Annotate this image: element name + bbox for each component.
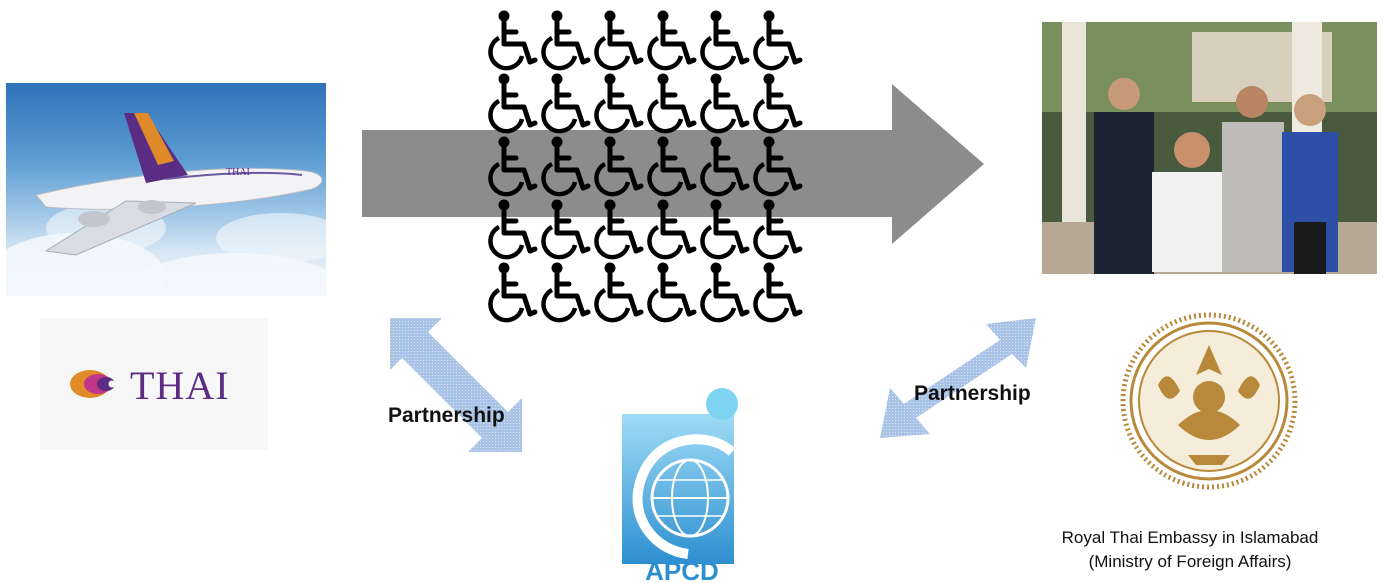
wheelchair-icon [488, 199, 538, 260]
wheelchair-icon [753, 199, 803, 260]
wheelchair-icon [700, 10, 750, 71]
embassy-visit-photo [1042, 22, 1377, 274]
caption-line-1: Royal Thai Embassy in Islamabad [1061, 528, 1319, 547]
partnership-label-right: Partnership [914, 382, 1031, 405]
wheelchair-icon [700, 199, 750, 260]
wheelchair-grid [486, 8, 826, 330]
wheelchair-icon [541, 73, 591, 134]
airplane-icon: THAI [35, 113, 323, 256]
wheelchair-icon [594, 199, 644, 260]
wheelchair-icon [541, 199, 591, 260]
thai-airways-logo: THAI [40, 318, 268, 450]
wheelchair-icon [594, 10, 644, 71]
wheelchair-icon [753, 262, 803, 323]
wheelchair-icon [647, 73, 697, 134]
wheelchair-icon [753, 136, 803, 197]
wheelchair-icon [700, 73, 750, 134]
partnership-arrow-left [390, 318, 522, 452]
wheelchair-icon [647, 136, 697, 197]
partnership-label-left: Partnership [388, 404, 505, 427]
wheelchair-icon [488, 73, 538, 134]
embassy-caption: Royal Thai Embassy in Islamabad (Ministr… [1000, 526, 1380, 574]
wheelchair-icon [488, 262, 538, 323]
partnership-arrow-right [880, 318, 1036, 438]
apcd-wordmark: APCD [645, 556, 719, 583]
wheelchair-icon [700, 136, 750, 197]
wheelchair-icon [647, 262, 697, 323]
royal-thai-seal [1120, 312, 1298, 490]
thai-wordmark: THAI [130, 363, 230, 408]
wheelchair-icon [541, 10, 591, 71]
wheelchair-icon [541, 136, 591, 197]
wheelchair-icon [594, 136, 644, 197]
airplane-photo: THAI [6, 83, 326, 296]
wheelchair-icon [594, 73, 644, 134]
wheelchair-icon [700, 262, 750, 323]
caption-line-2: (Ministry of Foreign Affairs) [1088, 552, 1292, 571]
thai-orchid-icon [70, 370, 116, 398]
apcd-logo: APCD [622, 388, 738, 583]
group-photo [1042, 22, 1377, 274]
wheelchair-icon [753, 10, 803, 71]
wheelchair-icon [647, 199, 697, 260]
wheelchair-icon [594, 262, 644, 323]
wheelchair-icon [753, 73, 803, 134]
wheelchair-icon [647, 10, 697, 71]
flow-arrow [362, 84, 984, 244]
wheelchair-icon [488, 10, 538, 71]
svg-text:THAI: THAI [226, 167, 250, 178]
wheelchair-icon [488, 136, 538, 197]
wheelchair-icon [541, 262, 591, 323]
